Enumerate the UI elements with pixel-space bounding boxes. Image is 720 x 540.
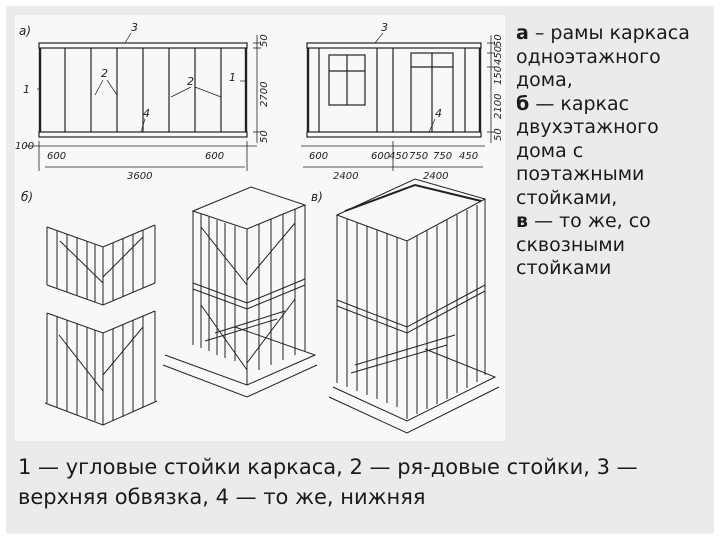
panel-label-b: б) xyxy=(21,190,33,204)
dim-r-2400-a: 2400 xyxy=(333,171,358,182)
dim-r-2400-b: 2400 xyxy=(423,171,448,182)
dim-r-2100: 2100 xyxy=(493,94,504,119)
dim-r-50-bottom: 50 xyxy=(493,128,504,141)
dim-r-600: 600 xyxy=(309,151,328,162)
slide: а) xyxy=(6,6,714,534)
panel-label-v: в) xyxy=(311,190,323,204)
dim-r-450-b: 450 xyxy=(459,151,478,162)
dim-100: 100 xyxy=(15,141,34,152)
legend-a-letter: а xyxy=(516,22,529,44)
single-storey-frame-left xyxy=(25,32,261,171)
two-storey-frame-through-studs xyxy=(328,178,500,434)
dim-50-top: 50 xyxy=(259,34,270,47)
dim-3600: 3600 xyxy=(127,171,152,182)
callout-4-right: 4 xyxy=(435,107,442,120)
dim-r-600-b: 600 xyxy=(371,151,390,162)
dim-r-750-a: 750 xyxy=(409,151,428,162)
callout-3-right: 3 xyxy=(381,21,388,34)
legend-b-letter: б xyxy=(516,92,530,115)
legend-a-text: – рамы каркаса одноэтажного дома, xyxy=(516,22,690,91)
bottom-caption: 1 — угловые стойки каркаса, 2 — ря-довые… xyxy=(18,455,638,509)
dim-r-450-a: 450 xyxy=(389,151,408,162)
legend-b-text: — каркас двухэтажного дома с поэтажными … xyxy=(516,92,659,209)
dim-r-150: 150 xyxy=(493,66,504,85)
legend-v-text: — то же, со сквозными стойками xyxy=(516,210,651,279)
legend-v-letter: в xyxy=(516,210,529,232)
panel-label-a: а) xyxy=(19,24,31,38)
two-storey-frame-storey-studs xyxy=(44,186,318,426)
callout-3-left: 3 xyxy=(131,21,138,34)
callout-1-right: 1 xyxy=(229,71,236,84)
dim-r-450: 450 xyxy=(493,46,504,65)
callout-2-a: 2 xyxy=(101,67,108,80)
dim-r-50-top: 50 xyxy=(493,34,504,47)
dim-600-b: 600 xyxy=(205,151,224,162)
dim-50-bottom: 50 xyxy=(259,130,270,143)
dim-2700: 2700 xyxy=(259,82,270,107)
dim-r-750-b: 750 xyxy=(433,151,452,162)
callout-4-left: 4 xyxy=(143,107,150,120)
callout-1-left: 1 xyxy=(23,83,30,96)
legend-text: а – рамы каркаса одноэтажного дома, б — … xyxy=(516,22,712,281)
dim-600-a: 600 xyxy=(47,151,66,162)
frame-drawing-figure: а) xyxy=(15,15,505,441)
single-storey-frame-right xyxy=(301,32,495,171)
callout-2-b: 2 xyxy=(187,75,194,88)
